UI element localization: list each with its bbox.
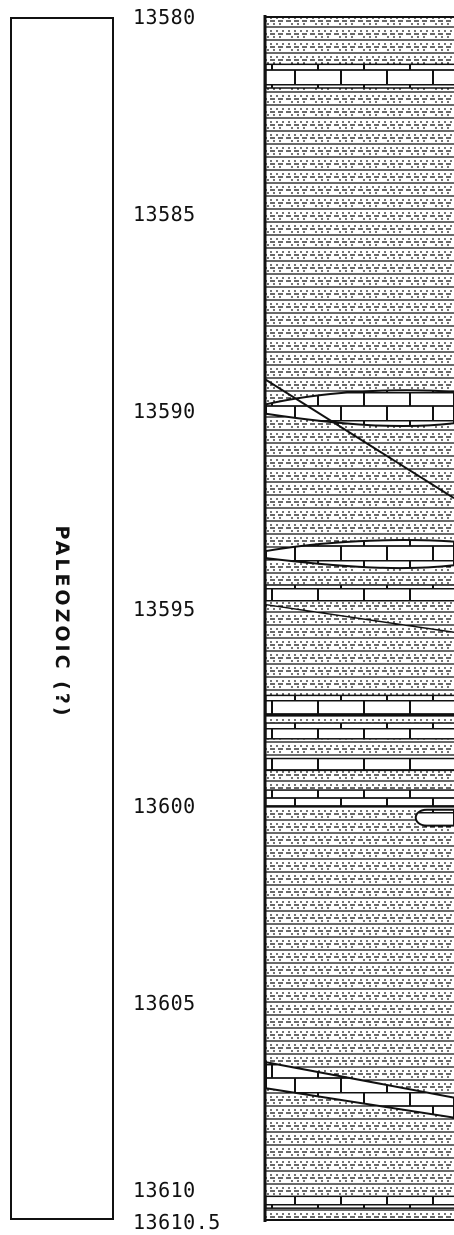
lithology-column — [263, 15, 454, 1222]
limestone-bed-5 — [265, 757, 454, 772]
depth-label-13590: 13590 — [133, 399, 196, 424]
limestone-lens-2 — [265, 539, 454, 570]
bed-group — [265, 63, 454, 1209]
dipping-contact-1 — [265, 379, 454, 500]
dipping-contact-2 — [265, 603, 454, 634]
limestone-bed-4 — [265, 722, 454, 740]
limestone-bed-7 — [265, 1195, 454, 1209]
depth-label-13600: 13600 — [133, 793, 196, 818]
depth-label-13580: 13580 — [133, 5, 196, 29]
age-label: PALEOZOIC (?) — [51, 525, 73, 719]
depth-label-13585: 13585 — [133, 202, 196, 227]
limestone-bed-6 — [265, 789, 454, 807]
limestone-nodule — [414, 808, 454, 827]
limestone-bed-3 — [265, 694, 454, 716]
limestone-lens-1 — [265, 389, 454, 428]
depth-label-13610-5: 13610.5 — [133, 1210, 221, 1234]
limestone-bed-1 — [265, 63, 454, 89]
depth-label-13595: 13595 — [133, 596, 196, 621]
age-column — [10, 17, 114, 1220]
depth-label-13605: 13605 — [133, 991, 196, 1016]
depth-label-13610: 13610 — [133, 1178, 196, 1203]
limestone-bed-2 — [265, 584, 454, 602]
